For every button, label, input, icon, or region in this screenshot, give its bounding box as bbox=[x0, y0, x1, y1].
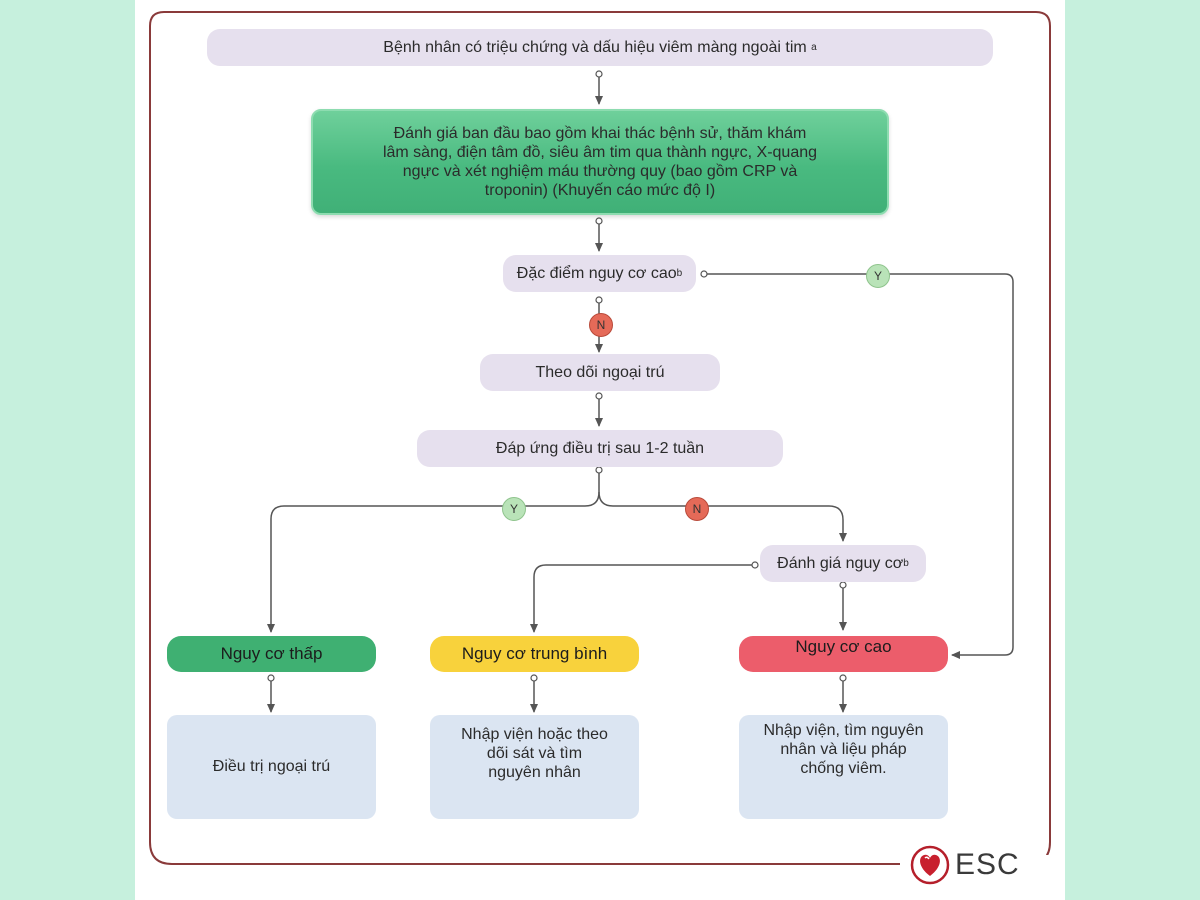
node-response-text: Đáp ứng điều trị sau 1-2 tuần bbox=[495, 439, 705, 457]
node-risk-assessment-text: Đánh giá nguy cơ bbox=[777, 554, 904, 572]
node-mid-outcome-line: dõi sát và tìm bbox=[486, 745, 583, 763]
connector-features-highrisk bbox=[704, 273, 1014, 659]
connector-dot bbox=[595, 70, 603, 78]
badge-no: N bbox=[589, 313, 613, 337]
node-initial-line: troponin) (Khuyến cáo mức độ I) bbox=[484, 182, 716, 200]
esc-logo-text: ESC bbox=[955, 848, 1020, 881]
node-low-outcome: Điều trị ngoại trú bbox=[167, 715, 376, 819]
node-response: Đáp ứng điều trị sau 1-2 tuần bbox=[417, 430, 783, 467]
node-start-text: Bệnh nhân có triệu chứng và dấu hiệu viê… bbox=[383, 38, 807, 56]
node-high-outcome-line: chống viêm. bbox=[800, 760, 887, 778]
connector-response-no bbox=[598, 491, 847, 542]
connector-dot bbox=[595, 217, 603, 225]
badge-yes-label: Y bbox=[509, 502, 518, 516]
node-mid-risk: Nguy cơ trung bình bbox=[430, 636, 639, 672]
node-initial-assessment: Đánh giá ban đầu bao gồm khai thác bệnh … bbox=[311, 109, 889, 215]
badge-no-label: N bbox=[692, 502, 702, 516]
connector-assess-mid bbox=[530, 564, 755, 633]
connector-dot bbox=[595, 466, 603, 474]
connector-dot bbox=[595, 296, 603, 304]
badge-yes: Y bbox=[502, 497, 526, 521]
footnote-b: b bbox=[903, 557, 909, 569]
node-initial-line: Đánh giá ban đầu bao gồm khai thác bệnh … bbox=[393, 124, 807, 142]
node-initial-line: ngực và xét nghiệm máu thường quy (bao g… bbox=[402, 163, 798, 180]
connector-dot bbox=[700, 270, 708, 278]
node-outpatient-follow-text: Theo dõi ngoại trú bbox=[535, 363, 665, 381]
badge-yes: Y bbox=[866, 264, 890, 288]
node-mid-risk-text: Nguy cơ trung bình bbox=[461, 643, 608, 663]
node-mid-outcome-line: nguyên nhân bbox=[488, 764, 581, 782]
connector-dot bbox=[530, 674, 538, 682]
heart-icon bbox=[910, 845, 950, 885]
node-high-outcome: Nhập viện, tìm nguyên nhân và liệu pháp … bbox=[739, 715, 948, 819]
connector-dot bbox=[839, 581, 847, 589]
node-outpatient-follow: Theo dõi ngoại trú bbox=[480, 354, 720, 391]
connector-dot bbox=[751, 561, 759, 569]
node-high-outcome-line: Nhập viện, tìm nguyên bbox=[763, 722, 924, 739]
connector-dot bbox=[839, 674, 847, 682]
node-initial-line: lâm sàng, điện tâm đồ, siêu âm tim qua t… bbox=[382, 143, 818, 161]
badge-no-label: N bbox=[596, 318, 606, 332]
badge-no: N bbox=[685, 497, 709, 521]
node-start: Bệnh nhân có triệu chứng và dấu hiệu viê… bbox=[207, 29, 993, 66]
footnote-a: a bbox=[811, 41, 817, 53]
node-mid-outcome-line: Nhập viện hoặc theo bbox=[461, 726, 608, 743]
connector-response-split bbox=[267, 470, 600, 633]
footnote-b: b bbox=[676, 267, 683, 279]
node-low-risk-text: Nguy cơ thấp bbox=[220, 643, 323, 663]
node-low-risk: Nguy cơ thấp bbox=[167, 636, 376, 672]
node-high-outcome-line: nhân và liệu pháp bbox=[780, 741, 907, 759]
badge-yes-label: Y bbox=[873, 269, 882, 283]
connector-dot bbox=[267, 674, 275, 682]
node-high-risk: Nguy cơ cao bbox=[739, 636, 948, 672]
node-high-risk-features-text: Đặc điểm nguy cơ cao bbox=[516, 264, 677, 282]
outer-frame bbox=[149, 11, 1051, 865]
node-mid-outcome: Nhập viện hoặc theo dõi sát và tìm nguyê… bbox=[430, 715, 639, 819]
connector-dot bbox=[595, 392, 603, 400]
node-low-outcome-text: Điều trị ngoại trú bbox=[212, 758, 331, 776]
node-high-risk-text: Nguy cơ cao bbox=[795, 637, 892, 656]
